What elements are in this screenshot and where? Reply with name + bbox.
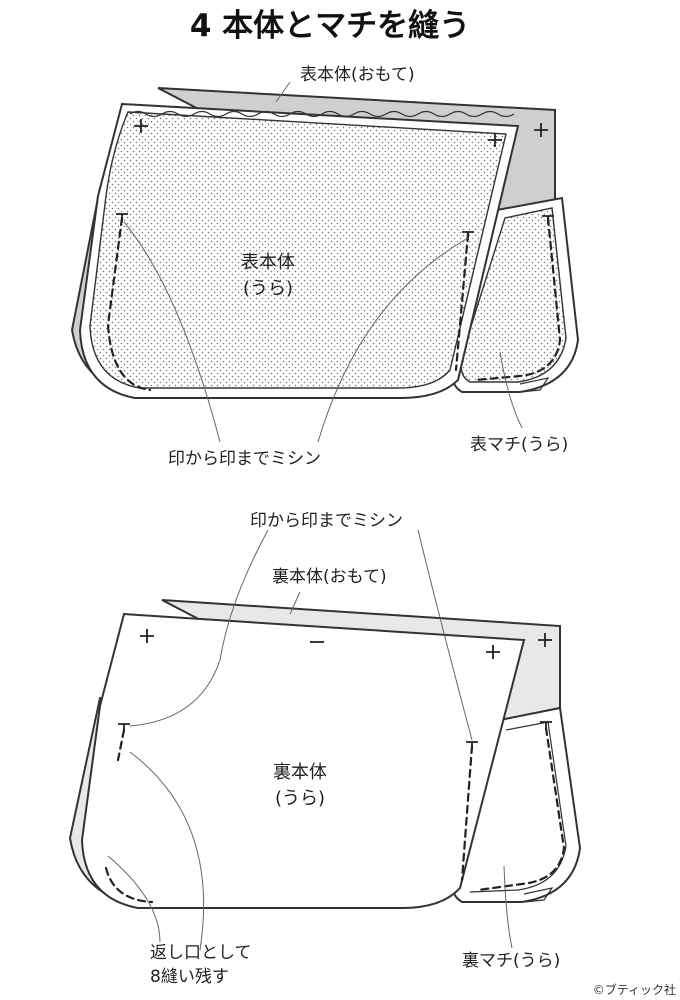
stitch-line-right [454,232,470,372]
plus-mark-1 [134,119,148,133]
leader-gusset [499,351,523,429]
stitch-line-gusset [474,216,562,382]
t-mark-1 [116,213,128,222]
lining-plus-mark-1 [140,629,154,643]
page-title: 4 本体とマチを縫う [190,8,470,44]
label-body: 表本体 [241,252,295,273]
label-body-sub: (うら) [243,278,293,299]
outer-body-fabric [89,111,507,389]
lining-label-body: 裏本体 [273,762,327,783]
lining-label-outer-front: 裏本体(おもて) [272,566,387,587]
top-diagram: 表本体(おもて) 表本体 (うら) 印から印までミシン 表マチ(うら) [70,65,580,469]
gusset-tab [519,377,550,393]
lining-plus-mark-3 [538,633,552,647]
lining-plus-mark-2 [486,645,500,659]
label-outer-front: 表本体(おもて) [300,65,415,85]
lining-label-stitch: 印から印までミシン [250,511,403,531]
lining-label-body-sub: (うら) [275,788,325,809]
lining-leader-outer-front [289,591,301,615]
pinked-edge [129,110,515,118]
bottom-diagram: 印から印までミシン 裏本体(おもて) 裏本体 (うら) 返し口として 8縫い残す… [68,511,582,987]
lining-gusset-inner [469,721,567,893]
plus-mark-2 [488,133,502,147]
copyright-text: ©ブティック社 [593,982,676,997]
lining-leader-stitch-right [417,529,473,741]
lining-label-opening-1: 返し口として [150,943,252,963]
lining-leader-gusset [503,865,513,949]
t-mark-3 [542,215,554,224]
leader-stitch-left [123,221,221,443]
lining-gusset-tab [523,887,554,903]
lining-leader-opening [129,751,205,951]
leader-outer-front [275,81,291,103]
label-stitch: 印から印までミシン [168,449,321,469]
leader-stitch-right [317,237,469,443]
lining-body-back-panel [80,612,526,909]
lining-stitch-left-upper [116,728,126,762]
t-mark-2 [462,231,474,240]
lining-t-mark-2 [466,741,478,750]
lining-stitch-right [460,744,474,882]
lining-leader-opening-2 [107,855,161,943]
lining-t-mark-1 [118,723,130,732]
lining-label-gusset: 裏マチ(うら) [462,950,560,971]
lining-stitch-left-lower [104,866,154,904]
lining-label-opening-2: 8縫い残す [150,967,229,987]
lining-t-mark-3 [540,721,552,730]
lining-leader-stitch-left [129,529,269,727]
label-gusset: 表マチ(うら) [470,435,568,455]
stitch-line-left [106,216,152,392]
plus-mark-3 [534,123,548,137]
lining-stitch-gusset [476,726,566,892]
